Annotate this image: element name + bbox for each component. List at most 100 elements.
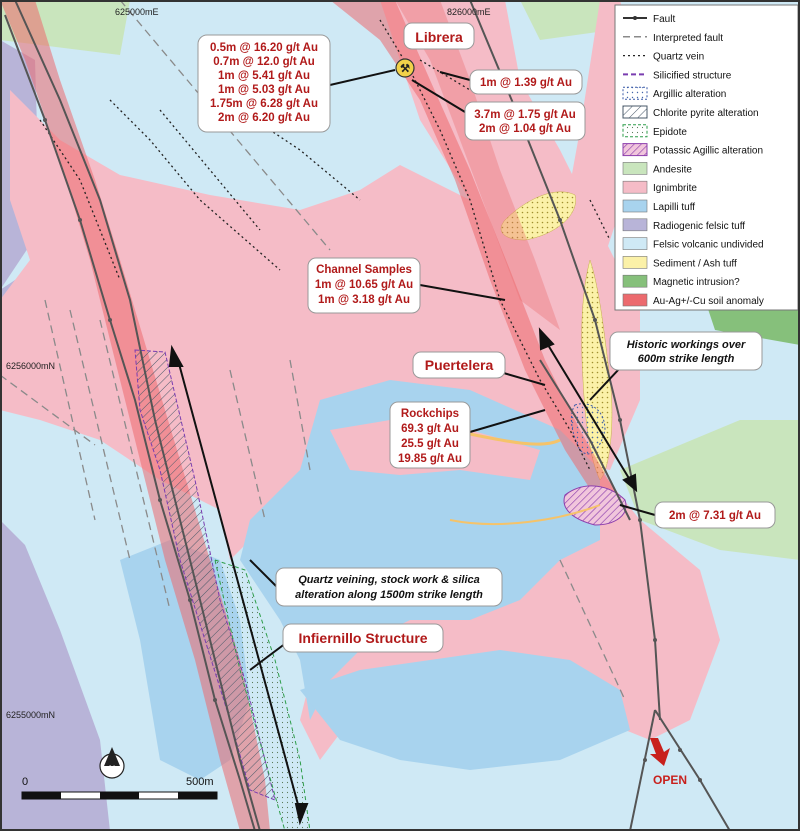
rockchips-box: Rockchips 69.3 g/t Au 25.5 g/t Au 19.85 … bbox=[389, 401, 471, 469]
coord-6255000mN: 6255000mN bbox=[6, 710, 55, 720]
scale-end-label: 500m bbox=[186, 776, 214, 788]
legend-label: Magnetic intrusion? bbox=[653, 277, 740, 288]
legend-label: Potassic Agillic alteration bbox=[653, 146, 763, 157]
mine-symbol: ⚒ bbox=[395, 58, 415, 78]
coord-826000mE: 826000mE bbox=[447, 7, 491, 17]
legend-item: Fault bbox=[623, 14, 675, 25]
legend-item: Epidote bbox=[622, 124, 687, 138]
channel-samples-box: Channel Samples 1m @ 10.65 g/t Au 1m @ 3… bbox=[307, 257, 421, 314]
legend-label: Silicified structure bbox=[653, 70, 732, 81]
legend-label: Sediment / Ash tuff bbox=[653, 258, 737, 269]
arrow-head-north bbox=[168, 344, 184, 367]
arrow-head-south bbox=[294, 803, 309, 826]
legend-item: Interpreted fault bbox=[623, 33, 723, 44]
silicified-band-2 bbox=[449, 504, 601, 525]
librera-title: Librera bbox=[415, 29, 463, 45]
librera-right-box: 1m @ 1.39 g/t Au bbox=[469, 69, 583, 95]
legend-item: Au-Ag+/-Cu soil anomaly bbox=[622, 293, 764, 307]
librera-sample: 0.5m @ 16.20 g/t Au bbox=[210, 42, 318, 54]
librera-lower-box: 3.7m @ 1.75 g/t Au 2m @ 1.04 g/t Au bbox=[464, 101, 586, 141]
sediment-lens-north bbox=[500, 191, 576, 241]
pick-icon: ⚒ bbox=[400, 63, 410, 75]
drill-result-box: 2m @ 7.31 g/t Au bbox=[654, 501, 776, 529]
lapilli-tuff-south bbox=[300, 650, 630, 770]
legend-item: Magnetic intrusion? bbox=[622, 274, 740, 288]
quartz-veining-text: Quartz veining, stock work & silica bbox=[298, 574, 480, 586]
legend-item: Andesite bbox=[622, 162, 692, 175]
rockchip-sample: 69.3 g/t Au bbox=[401, 423, 459, 435]
legend-label: Andesite bbox=[653, 164, 692, 175]
historic-workings-text: Historic workings over bbox=[627, 339, 746, 351]
legend-label: Radiogenic felsic tuff bbox=[653, 221, 745, 232]
legend-label: Epidote bbox=[653, 127, 687, 138]
channel-samples-title: Channel Samples bbox=[316, 264, 412, 276]
legend-label: Fault bbox=[653, 14, 675, 25]
soil-anomaly-inner bbox=[395, 0, 560, 330]
legend-item: Radiogenic felsic tuff bbox=[622, 218, 745, 232]
legend-label: Argillic alteration bbox=[653, 89, 726, 100]
librera-lower-sample: 2m @ 1.04 g/t Au bbox=[479, 123, 571, 135]
librera-label: Librera bbox=[403, 22, 475, 50]
andesite-area-n bbox=[520, 0, 615, 40]
legend-item: Ignimbrite bbox=[622, 180, 697, 194]
arrow-head-ne bbox=[538, 327, 555, 351]
legend-item: Silicified structure bbox=[623, 70, 732, 81]
librera-samples-box: 0.5m @ 16.20 g/t Au 0.7m @ 12.0 g/t Au 1… bbox=[197, 34, 331, 133]
legend-label: Ignimbrite bbox=[653, 183, 697, 194]
historic-workings-text: 600m strike length bbox=[638, 353, 735, 365]
librera-sample: 2m @ 6.20 g/t Au bbox=[218, 112, 310, 124]
legend-item: Potassic Agillic alteration bbox=[622, 143, 763, 157]
drill-result-text: 2m @ 7.31 g/t Au bbox=[669, 510, 761, 522]
quartz-veining-text: alteration along 1500m strike length bbox=[295, 589, 483, 601]
scale-bar: 0 500m bbox=[21, 776, 218, 800]
librera-sample: 0.7m @ 12.0 g/t Au bbox=[213, 56, 315, 68]
argillic-alteration-zone bbox=[570, 403, 606, 455]
quartz-veins bbox=[39, 19, 611, 471]
puertelera-label: Puertelera bbox=[412, 351, 506, 379]
legend-item: Argillic alteration bbox=[622, 86, 726, 100]
radiogenic-tuff-sw bbox=[0, 520, 110, 831]
arrow-head-se bbox=[622, 473, 638, 493]
puertelera-title: Puertelera bbox=[425, 357, 494, 373]
open-label: OPEN bbox=[653, 773, 687, 787]
legend-item: Sediment / Ash tuff bbox=[622, 256, 737, 269]
channel-sample: 1m @ 3.18 g/t Au bbox=[318, 294, 410, 306]
rockchip-sample: 25.5 g/t Au bbox=[401, 438, 459, 450]
coord-6256000mN: 6256000mN bbox=[6, 361, 55, 371]
legend-label: Au-Ag+/-Cu soil anomaly bbox=[653, 296, 764, 307]
legend-item: Quartz vein bbox=[623, 52, 704, 63]
open-indicator: OPEN bbox=[650, 738, 687, 787]
rockchips-title: Rockchips bbox=[401, 408, 459, 420]
historic-workings-box: Historic workings over 600m strike lengt… bbox=[609, 331, 763, 371]
legend-label: Quartz vein bbox=[653, 52, 704, 63]
channel-sample: 1m @ 10.65 g/t Au bbox=[315, 279, 413, 291]
legend-item: Lapilli tuff bbox=[622, 199, 695, 213]
legend-label: Lapilli tuff bbox=[653, 202, 695, 213]
librera-sample: 1m @ 5.03 g/t Au bbox=[218, 84, 310, 96]
librera-sample: 1m @ 5.41 g/t Au bbox=[218, 70, 310, 82]
open-arrow-icon bbox=[650, 738, 670, 766]
north-arrow: N bbox=[99, 747, 125, 779]
north-label: N bbox=[109, 764, 116, 774]
librera-right-sample: 1m @ 1.39 g/t Au bbox=[480, 77, 572, 89]
soil-anomaly-librera bbox=[330, 0, 620, 520]
magnetic-intrusion bbox=[705, 300, 800, 345]
strike-arrows bbox=[168, 327, 638, 826]
rockchip-sample: 19.85 g/t Au bbox=[398, 453, 462, 465]
legend-item: Chlorite pyrite alteration bbox=[622, 105, 759, 119]
librera-lower-sample: 3.7m @ 1.75 g/t Au bbox=[474, 109, 576, 121]
infiernillo-title: Infiernillo Structure bbox=[298, 630, 427, 646]
legend-label: Chlorite pyrite alteration bbox=[653, 108, 759, 119]
legend-label: Interpreted fault bbox=[653, 33, 723, 44]
legend-label: Felsic volcanic undivided bbox=[653, 240, 764, 251]
librera-sample: 1.75m @ 6.28 g/t Au bbox=[210, 98, 318, 110]
coord-625000mE: 625000mE bbox=[115, 7, 159, 17]
scale-start-label: 0 bbox=[22, 776, 28, 788]
infiernillo-label: Infiernillo Structure bbox=[282, 623, 444, 653]
legend-item: Felsic volcanic undivided bbox=[622, 237, 764, 251]
quartz-veining-box: Quartz veining, stock work & silica alte… bbox=[275, 567, 503, 607]
chlorite-pyrite-zone bbox=[134, 349, 276, 801]
